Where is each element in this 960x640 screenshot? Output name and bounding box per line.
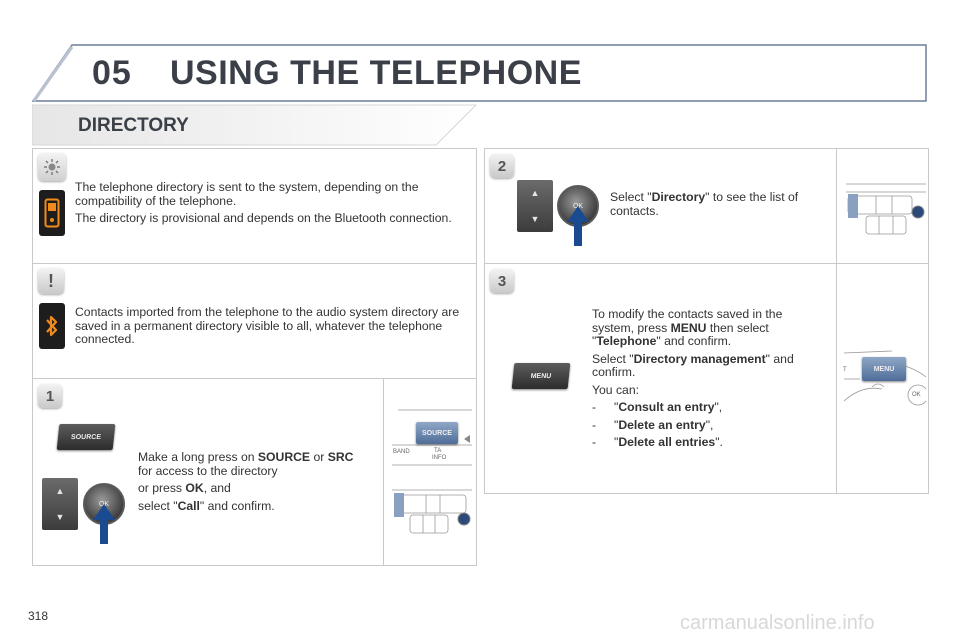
warning-panel	[32, 263, 477, 379]
header-tab-shape	[32, 44, 927, 102]
step1-console-sketch: SOURCE BAND TA INFO	[388, 405, 472, 545]
bluetooth-icon	[39, 303, 65, 349]
up-down-arrows-button[interactable]: ▲▼	[42, 478, 78, 530]
option-item: -"Consult an entry",	[592, 400, 723, 414]
press-arrow-icon	[93, 504, 115, 544]
step2-up-down-arrows-button[interactable]: ▲▼	[517, 180, 553, 232]
up-arrow-icon: ▲	[55, 486, 65, 496]
sketch-info-label: INFO	[432, 455, 447, 461]
you-can-label: You can:	[592, 382, 639, 397]
option-item: -"Delete an entry",	[592, 417, 714, 432]
down-arrow-icon: ▼	[55, 512, 65, 522]
telephone-icon	[39, 190, 65, 236]
step2-console-sketch	[842, 180, 926, 240]
warning-text: Contacts imported from the telephone to …	[75, 305, 460, 346]
subheader-shape	[32, 104, 477, 146]
source-button-label: SOURCE	[70, 433, 102, 441]
option-item: -"Delete all entries".	[592, 435, 723, 449]
step3-badge: 3	[490, 269, 514, 293]
step1-badge: 1	[38, 384, 62, 408]
step3-text: To modify the contacts saved in the syst…	[592, 307, 817, 454]
page-number: 318	[28, 609, 49, 623]
info-paragraph-2: The directory is provisional and depends…	[75, 211, 452, 225]
info-paragraph-1: The telephone directory is sent to the s…	[75, 180, 419, 208]
sketch-band-label: BAND	[393, 449, 410, 455]
section-subtitle: DIRECTORY	[78, 115, 189, 136]
source-button[interactable]: SOURCE	[56, 424, 116, 450]
info-text: The telephone directory is sent to the s…	[75, 180, 460, 230]
step2-divider	[836, 148, 837, 264]
sketch-t-label: T	[843, 367, 847, 373]
step2-badge: 2	[490, 154, 514, 178]
warning-badge: !	[38, 268, 64, 294]
sketch-ta-label: TA	[434, 448, 442, 454]
section-number: 05	[92, 54, 132, 92]
sketch-source-button: SOURCE	[416, 422, 458, 444]
step1-divider	[383, 378, 384, 566]
step2-text: Select "Directory" to see the list of co…	[610, 190, 799, 218]
step2-press-arrow-icon	[567, 206, 589, 246]
lightbulb-icon	[38, 153, 66, 181]
step3-divider	[836, 263, 837, 494]
page-title: USING THE TELEPHONE	[170, 54, 582, 92]
step3-console-sketch: MENU OK T	[842, 345, 926, 407]
menu-button[interactable]: MENU	[511, 363, 571, 389]
watermark: carmanualsonline.info	[680, 612, 875, 634]
info-panel	[32, 148, 477, 264]
menu-button-label: MENU	[530, 372, 552, 380]
down-arrow-icon: ▼	[530, 214, 540, 224]
sketch-menu-button: MENU	[862, 357, 906, 381]
up-arrow-icon: ▲	[530, 188, 540, 198]
sketch-ok-label: OK	[912, 392, 921, 398]
